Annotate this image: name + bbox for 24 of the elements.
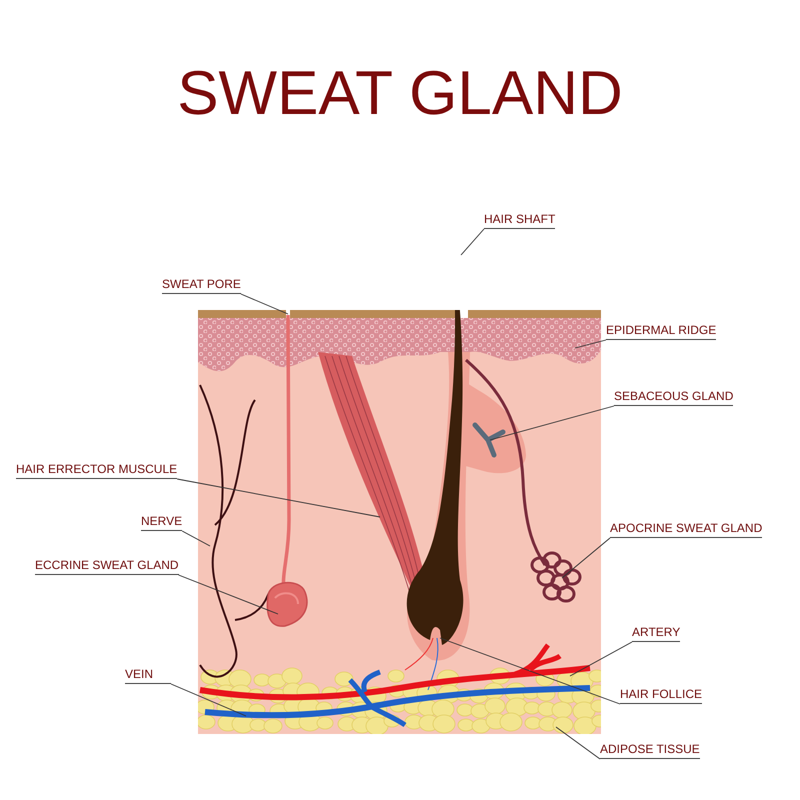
part-label: ADIPOSE TISSUE [600, 742, 700, 759]
part-label: NERVE [141, 514, 182, 531]
diagram-title: SWEAT GLAND [177, 58, 623, 130]
leader-line [178, 574, 278, 614]
part-label: HAIR FOLLICE [620, 687, 702, 704]
leader-line [170, 684, 246, 716]
part-label: HAIR ERRECTOR MUSCULE [16, 462, 178, 479]
part-label: SEBACEOUS GLAND [614, 389, 734, 406]
part-label: HAIR SHAFT [484, 212, 556, 229]
leader-line [240, 294, 288, 314]
leader-line [556, 726, 600, 760]
leader-line [562, 538, 610, 578]
leader-line [574, 340, 606, 348]
part-label: APOCRINE SWEAT GLAND [610, 521, 762, 538]
part-label: EPIDERMAL RIDGE [606, 323, 716, 340]
leader-line [570, 642, 632, 676]
leader-line [440, 638, 620, 704]
leader-line [182, 530, 210, 546]
part-label: ECCRINE SWEAT GLAND [35, 558, 179, 575]
part-label: SWEAT PORE [162, 277, 241, 294]
part-label: ARTERY [632, 625, 680, 642]
leader-line [460, 228, 484, 256]
leader-line [176, 478, 380, 518]
part-label: VEIN [125, 667, 172, 684]
